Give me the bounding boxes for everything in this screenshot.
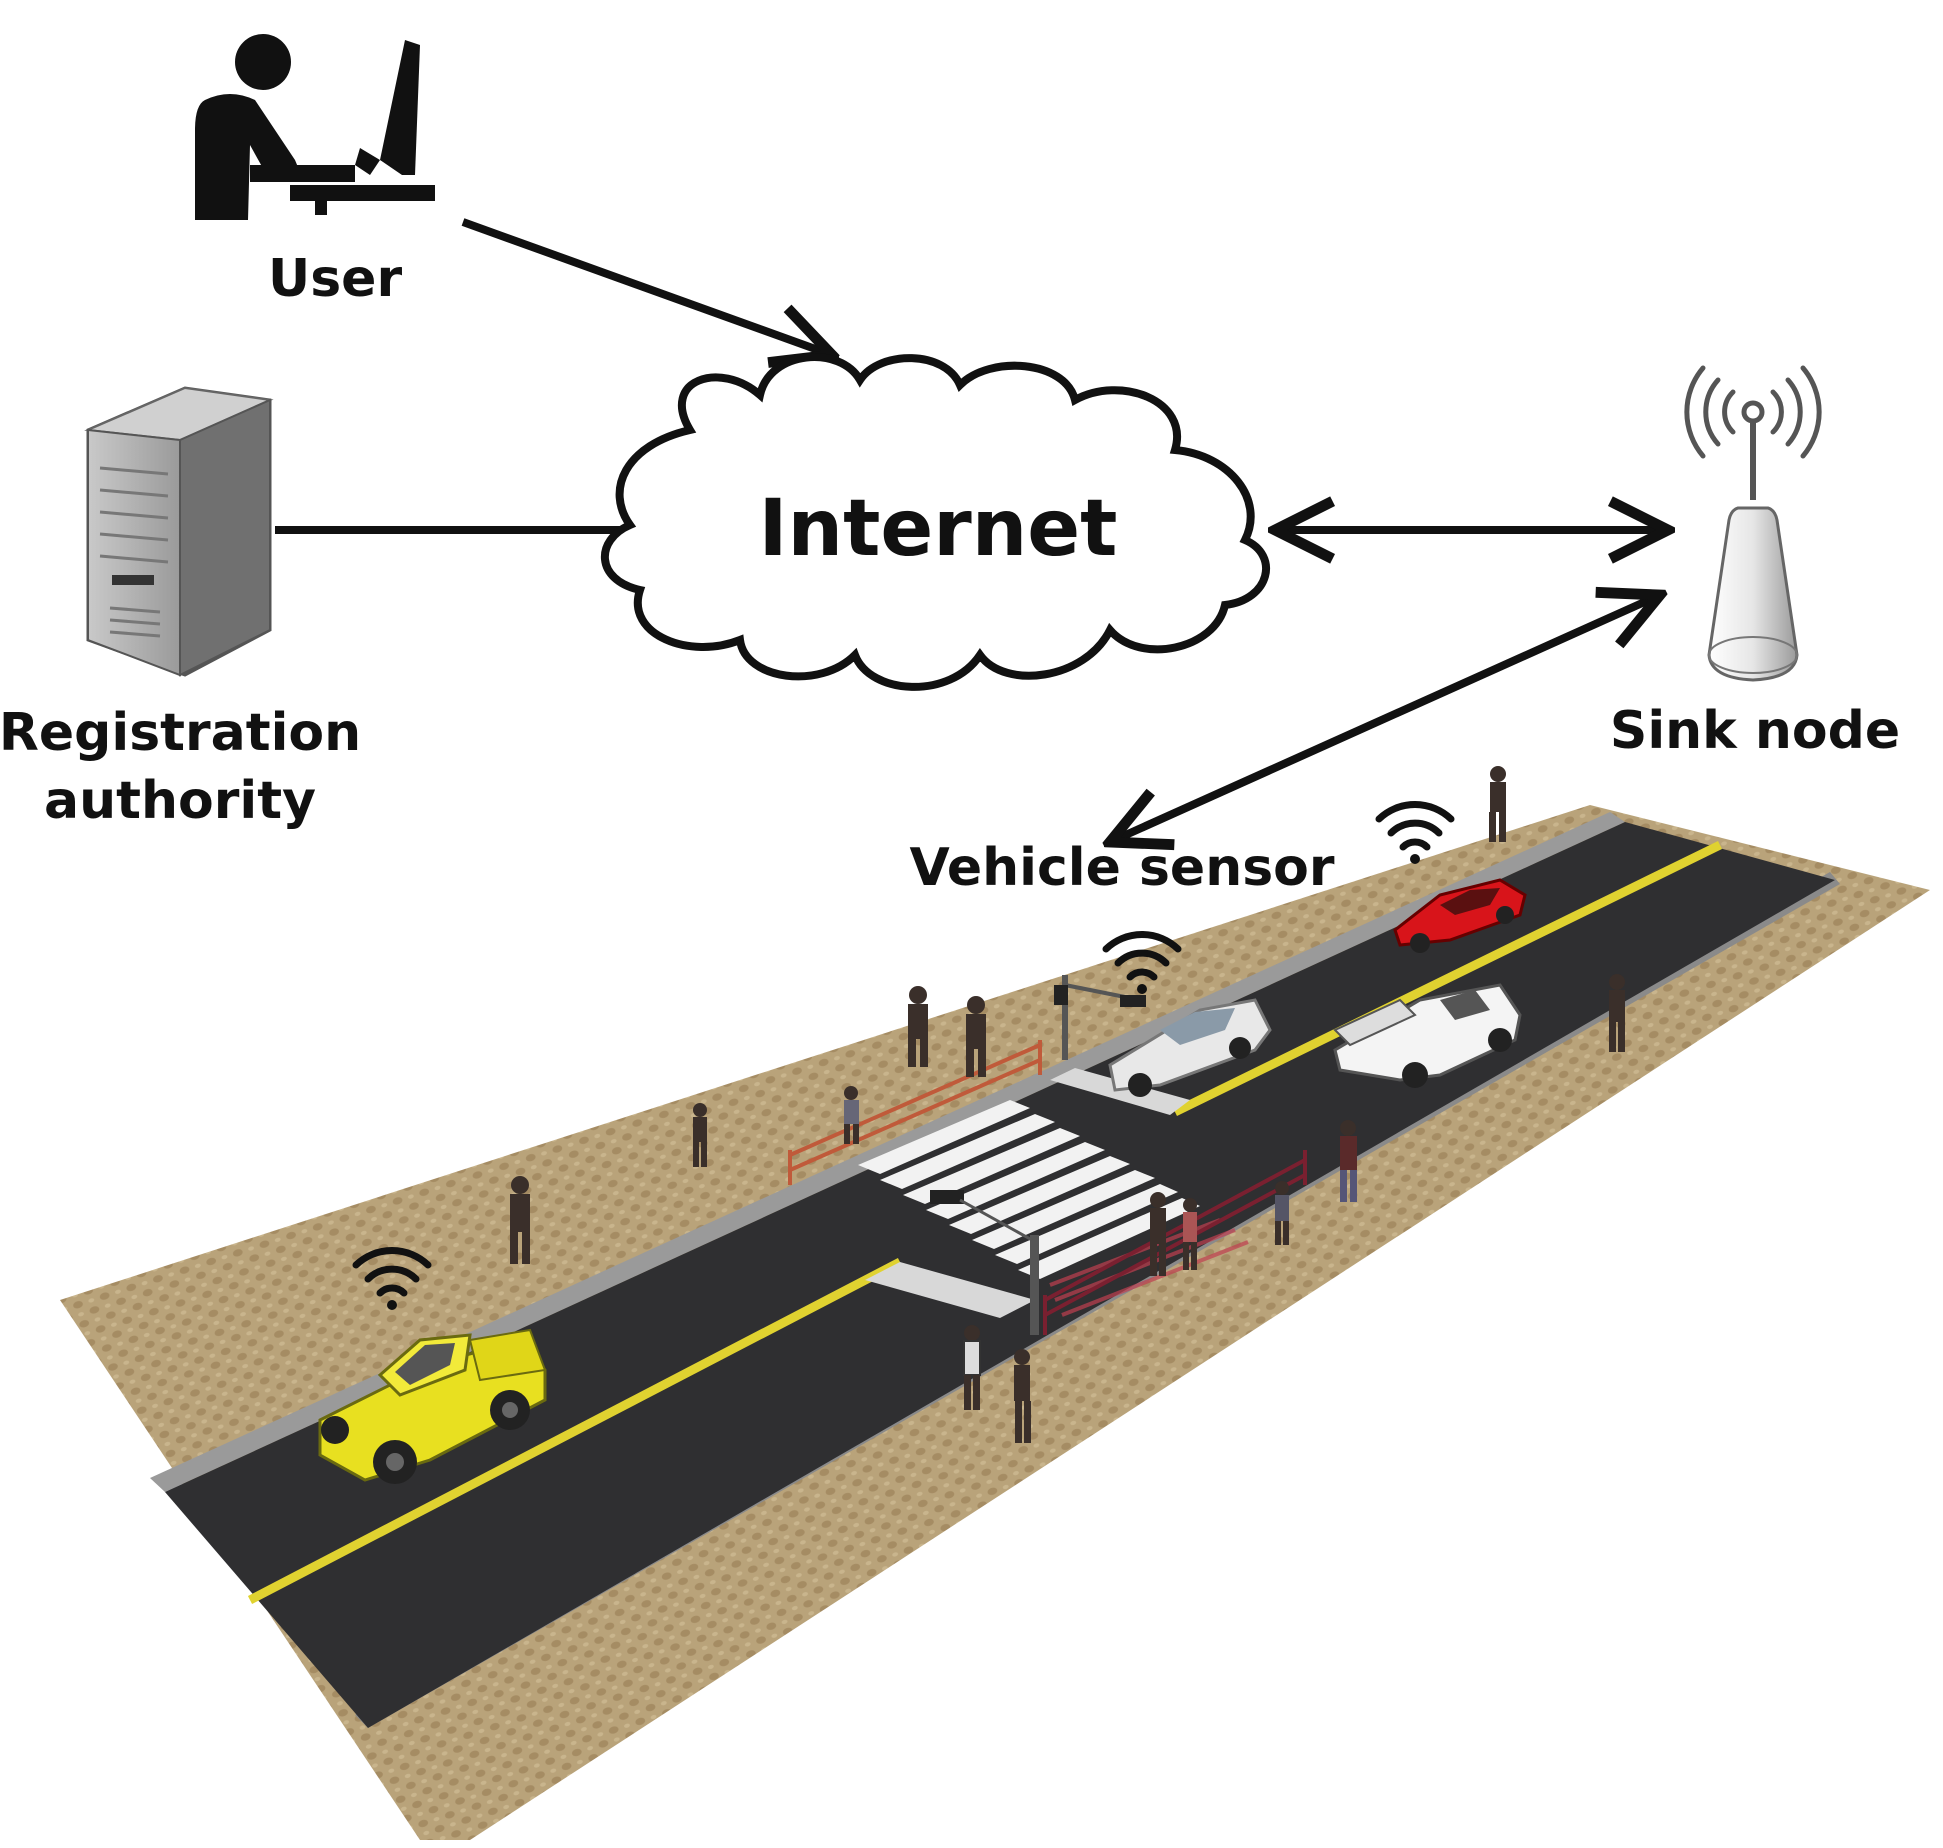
pedestrian (1014, 1349, 1031, 1443)
traffic-light-far (1054, 975, 1146, 1060)
traffic-light-near (930, 1190, 1039, 1335)
pedestrian (966, 996, 986, 1077)
crosswalk (858, 1100, 1200, 1279)
registration-authority-label-line1: Registration (0, 703, 361, 763)
user-label: User (268, 249, 402, 309)
antenna-sink-node-icon (1684, 365, 1822, 682)
pedestrian (1489, 766, 1506, 842)
pedestrian (1340, 1120, 1357, 1202)
pedestrian (963, 1325, 981, 1410)
internet-label: Internet (759, 484, 1118, 574)
sink-node-label: Sink node (1610, 701, 1900, 761)
vehicle-white-car (1108, 998, 1272, 1097)
vehicle-sensor-label: Vehicle sensor (909, 838, 1334, 898)
pedestrian (844, 1086, 859, 1144)
stop-line (865, 1262, 1035, 1318)
street-scene (60, 766, 1930, 1840)
pedestrian (693, 1103, 707, 1167)
vehicle-red-car (1393, 878, 1527, 953)
pedestrian (510, 1176, 530, 1264)
wifi-icon (1102, 931, 1182, 994)
fence-far (788, 1040, 1042, 1185)
vehicle-yellow-truck (318, 1328, 547, 1484)
center-line (1173, 840, 1722, 1117)
pedestrian (1150, 1192, 1166, 1276)
fence-near (1043, 1150, 1307, 1335)
arrow-sink-vehicle-bidirectional (1110, 595, 1660, 842)
center-line (247, 1258, 903, 1604)
registration-authority-label-line2: authority (44, 771, 316, 831)
stop-line (1050, 1068, 1190, 1115)
pedestrian (1609, 974, 1625, 1052)
pedestrian (908, 986, 928, 1067)
vehicle-white-pickup (1333, 983, 1522, 1088)
curb-far (150, 812, 1625, 1492)
arrow-user-to-internet (461, 218, 832, 355)
pedestrian (1183, 1198, 1197, 1270)
wifi-icon (352, 1247, 432, 1310)
pedestrian (1275, 1181, 1289, 1245)
server-tower-icon (84, 386, 274, 677)
user-at-computer-icon (195, 34, 435, 220)
